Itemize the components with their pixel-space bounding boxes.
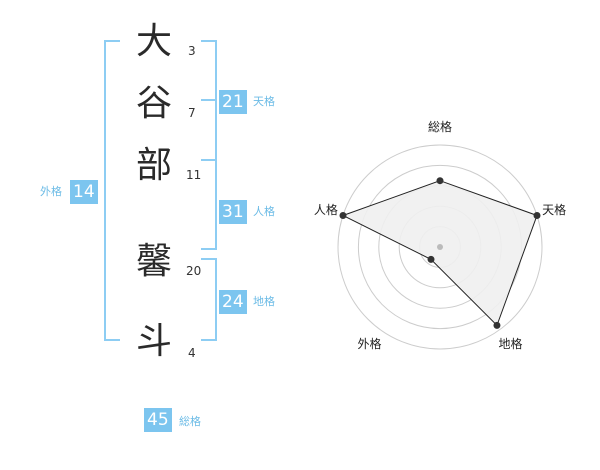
gaikaku-bracket — [104, 40, 120, 341]
radar-axis-label-5: 人格 — [314, 202, 338, 217]
jinkaku-bracket — [201, 101, 217, 161]
soukaku-value-badge: 45 — [144, 408, 172, 432]
stroke-count-1: 3 — [188, 44, 196, 58]
radar-point-4 — [427, 255, 435, 263]
gaikaku-value-badge: 14 — [70, 180, 98, 204]
jinkaku-value-badge: 31 — [219, 200, 247, 224]
radar-point-2 — [533, 211, 541, 219]
radar-axis-label-4: 外格 — [357, 336, 381, 351]
radar-point-1 — [436, 177, 444, 185]
tenkaku-bracket — [201, 40, 217, 101]
stroke-count-5: 4 — [188, 346, 196, 360]
radar-center-dot — [437, 244, 443, 250]
soukaku-label: 総格 — [179, 415, 201, 428]
name-character-4: 馨 — [135, 241, 172, 282]
chikaku-value-badge: 24 — [219, 290, 247, 314]
stroke-count-4: 20 — [186, 264, 202, 278]
name-character-1: 大 — [135, 21, 172, 62]
stroke-count-2: 7 — [188, 106, 196, 120]
chikaku-bracket — [201, 160, 217, 250]
chikaku-label: 地格 — [253, 295, 275, 308]
radar-score-polygon — [341, 180, 538, 327]
name-character-3: 部 — [135, 145, 172, 186]
stroke-count-3: 11 — [186, 168, 202, 182]
radar-axis-label-1: 総格 — [428, 119, 452, 134]
gaikaku-label: 外格 — [40, 185, 62, 198]
name-character-2: 谷 — [135, 83, 172, 124]
name-character-5: 斗 — [135, 321, 172, 362]
radar-axis-label-3: 地格 — [499, 336, 523, 351]
radar-grid-ring — [337, 144, 543, 350]
radar-axis-label-2: 天格 — [542, 202, 566, 217]
tenkaku-value-badge: 21 — [219, 90, 247, 114]
radar-point-3 — [493, 321, 501, 329]
radar-point-5 — [339, 211, 347, 219]
soukaku-bracket — [201, 258, 217, 341]
tenkaku-label: 天格 — [253, 95, 275, 108]
jinkaku-label: 人格 — [253, 205, 275, 218]
